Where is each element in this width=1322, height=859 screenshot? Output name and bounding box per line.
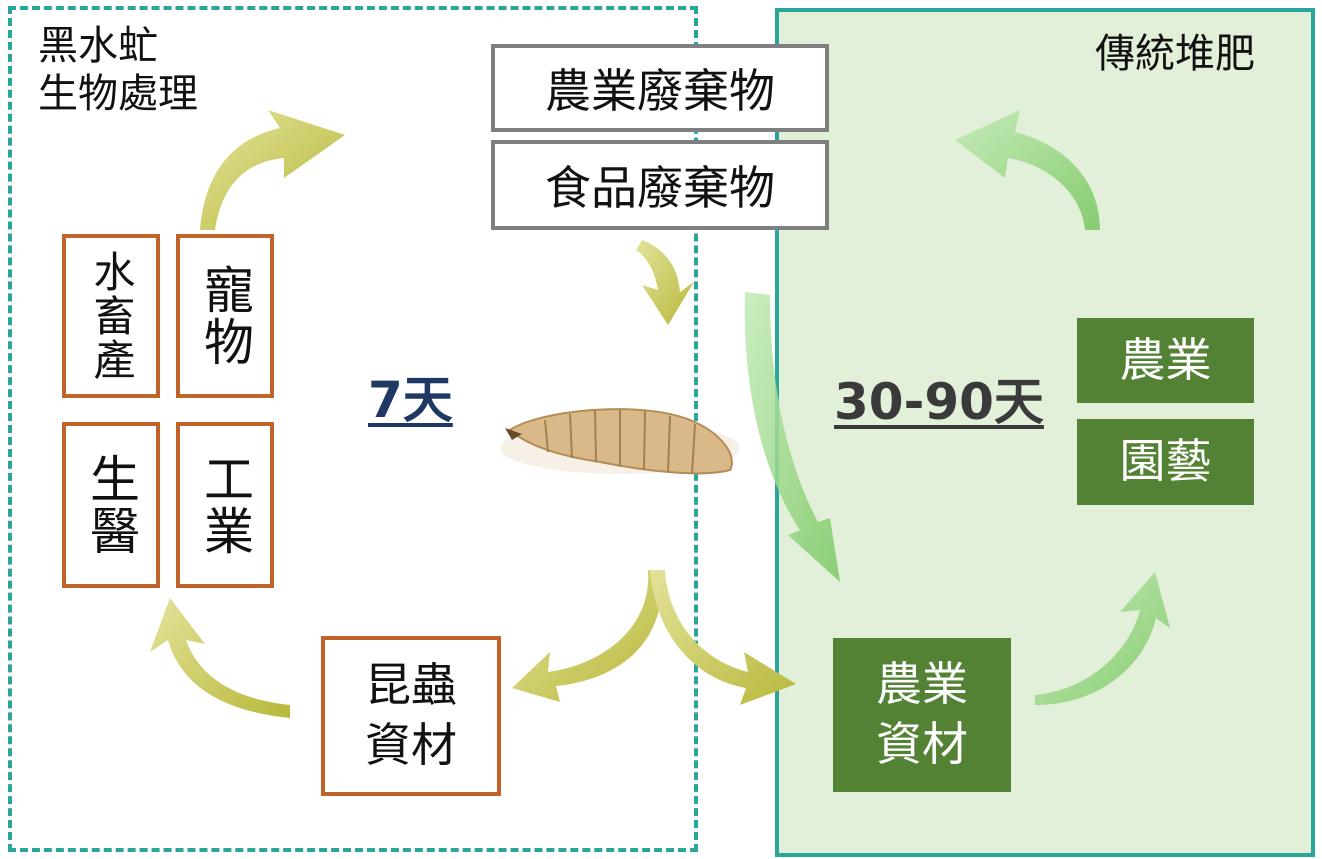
larva-image (500, 408, 740, 475)
industry-box: 工業 (176, 422, 274, 588)
bsf-title: 黑水虻 生物處理 (38, 22, 198, 118)
livestock-label: 水畜產 (87, 250, 136, 382)
livestock-box: 水畜產 (62, 234, 160, 398)
bsf-title-line1: 黑水虻 (38, 23, 158, 69)
arrow-larva-to-agri-material (650, 570, 796, 705)
insect-material-line2: 資材 (365, 718, 457, 772)
horticulture-use-box: 園藝 (1077, 419, 1254, 505)
arrow-insect-to-apps (150, 598, 290, 718)
biomedical-box: 生醫 (62, 422, 160, 588)
agri-material-line1: 農業 (876, 657, 968, 712)
arrow-waste-to-agri-material (744, 292, 840, 582)
arrow-uses-to-waste (955, 110, 1100, 230)
agricultural-waste-box: 農業廢棄物 (491, 44, 829, 132)
insect-material-box: 昆蟲 資材 (321, 636, 501, 796)
food-waste-box: 食品廢棄物 (491, 140, 829, 230)
pet-label: 寵物 (196, 264, 254, 368)
arrow-apps-to-waste (200, 110, 345, 230)
agriculture-use-box: 農業 (1077, 318, 1254, 403)
industry-label: 工業 (196, 453, 254, 557)
compost-title: 傳統堆肥 (1095, 31, 1255, 77)
biomedical-label: 生醫 (82, 453, 140, 557)
arrow-waste-to-larva (636, 240, 694, 325)
agri-material-line2: 資材 (876, 717, 968, 771)
pet-box: 寵物 (176, 234, 274, 398)
arrow-larva-to-insect-material (512, 570, 662, 702)
compost-duration: 30-90天 (834, 373, 1044, 431)
bsf-title-line2: 生物處理 (38, 71, 198, 117)
arrow-agri-material-to-uses (1035, 572, 1170, 705)
insect-material-line1: 昆蟲 (365, 658, 457, 713)
agri-material-box: 農業 資材 (833, 638, 1011, 792)
bsf-duration: 7天 (368, 371, 453, 429)
